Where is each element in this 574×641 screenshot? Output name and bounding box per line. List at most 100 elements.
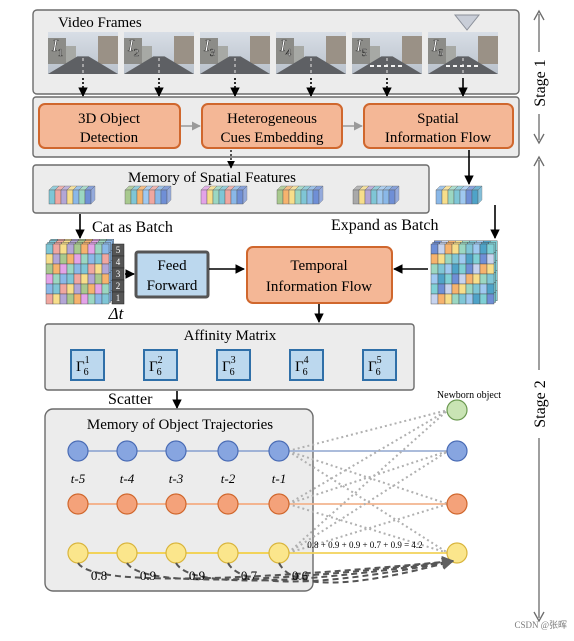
delta-number-3: 3 [116,269,121,279]
trajectory-node [217,440,239,462]
svg-text:Γ56: Γ56 [368,355,382,378]
feed-forward-block: Feed Forward [134,250,210,299]
stage2-label: Stage 2 [532,380,549,428]
stage1-indicator: Stage 1 [527,9,551,145]
trajectory-node [268,493,290,515]
match-line-1-2 [287,450,449,505]
trajectory-node [268,542,290,564]
stage1-label: Stage 1 [532,59,549,107]
expand-tensor-grid [430,240,498,305]
cat-batch-label: Cat as Batch [92,219,173,236]
newborn-node [446,399,468,421]
time-label-3: t-3 [169,471,184,486]
score-arc-1 [77,556,455,580]
trajectory-row-3 [67,542,290,564]
spatial-line1: Spatial [417,111,459,127]
trajectory-node [217,493,239,515]
score-label-4: 0.7 [241,568,258,583]
score-arcs [77,556,455,584]
spatial-line2: Information Flow [385,130,491,146]
watermark: CSDN @张晖 [514,620,567,630]
match-line-2-0 [287,409,449,505]
cues-embedding-block [201,103,343,149]
memory-spatial-title: Memory of Spatial Features [128,170,296,186]
score-equation: 0.8 + 0.9 + 0.9 + 0.7 + 0.9 = 4.2 [307,540,422,550]
trajectory-node [165,440,187,462]
detection-node-3 [446,542,468,564]
newborn-label: Newborn object [437,390,501,401]
trajectory-node [116,542,138,564]
feature-group-5 [352,185,400,205]
match-line-2-1 [287,450,449,505]
trajectory-node [116,440,138,462]
stage1-panel: 3D Object Detection Heterogeneous Cues E… [32,96,520,158]
cat-tensor-grid [45,238,115,305]
match-line-3-0 [287,409,449,554]
trajectory-row-2 [67,493,290,515]
video-frames-title: Video Frames [58,15,142,31]
current-frame-marker-icon [453,14,481,31]
feed-forward-line1: Feed [157,258,187,274]
new-spatial-feature [435,185,483,205]
trajectory-node [165,542,187,564]
feature-group-new [435,185,483,205]
delta-t-label: Δt [108,304,125,323]
affinity-title: Affinity Matrix [184,328,277,344]
trajectory-node [165,493,187,515]
detection-node-1 [446,440,468,462]
delta-number-2: 2 [116,281,121,291]
time-label-1: t-5 [71,471,86,486]
delta-number-5: 5 [116,245,121,255]
svg-text:Γ16: Γ16 [76,355,90,378]
trajectory-node [67,542,89,564]
score-arc-4 [227,557,455,583]
svg-text:Γ26: Γ26 [149,355,163,378]
frame-5: I5 [352,32,422,74]
detection-line2: Detection [80,130,139,146]
spatial-feature-groups [48,185,400,205]
time-label-4: t-2 [221,471,236,486]
delta-t-column: 5 4 3 2 1 [111,243,125,305]
trajectory-rows [67,399,468,564]
cues-line1: Heterogeneous [227,111,317,127]
match-line-3-1 [287,450,449,554]
frame-1: I1 [48,32,118,74]
scatter-label: Scatter [108,391,153,408]
delta-number-4: 4 [116,257,121,267]
svg-text:Γ46: Γ46 [295,355,309,378]
delta-number-1: 1 [116,293,121,303]
detection-block [38,103,181,149]
score-label-5: 0.6 [292,568,309,583]
svg-text:Γ36: Γ36 [222,355,236,378]
expand-batch-label: Expand as Batch [331,217,439,234]
matching-lines [287,409,449,554]
feature-group-1 [48,185,96,205]
score-arc-5 [278,558,455,584]
match-line-1-3 [287,450,449,554]
temporal-line1: Temporal [290,258,347,274]
frame-2: I2 [124,32,194,74]
detection-line1: 3D Object [78,111,141,127]
frame-6: I6 [428,32,498,74]
cues-line2: Cues Embedding [221,130,324,146]
trajectory-node [116,493,138,515]
cat-batch-tensor [45,238,115,305]
spatial-flow-block [363,103,514,149]
score-label-1: 0.8 [91,568,107,583]
frame-3: I3 [200,32,270,74]
trajectory-node [67,440,89,462]
time-label-5: t-1 [272,471,286,486]
feature-group-4 [276,185,324,205]
detection-node-2 [446,493,468,515]
feed-forward-line2: Forward [147,278,198,294]
